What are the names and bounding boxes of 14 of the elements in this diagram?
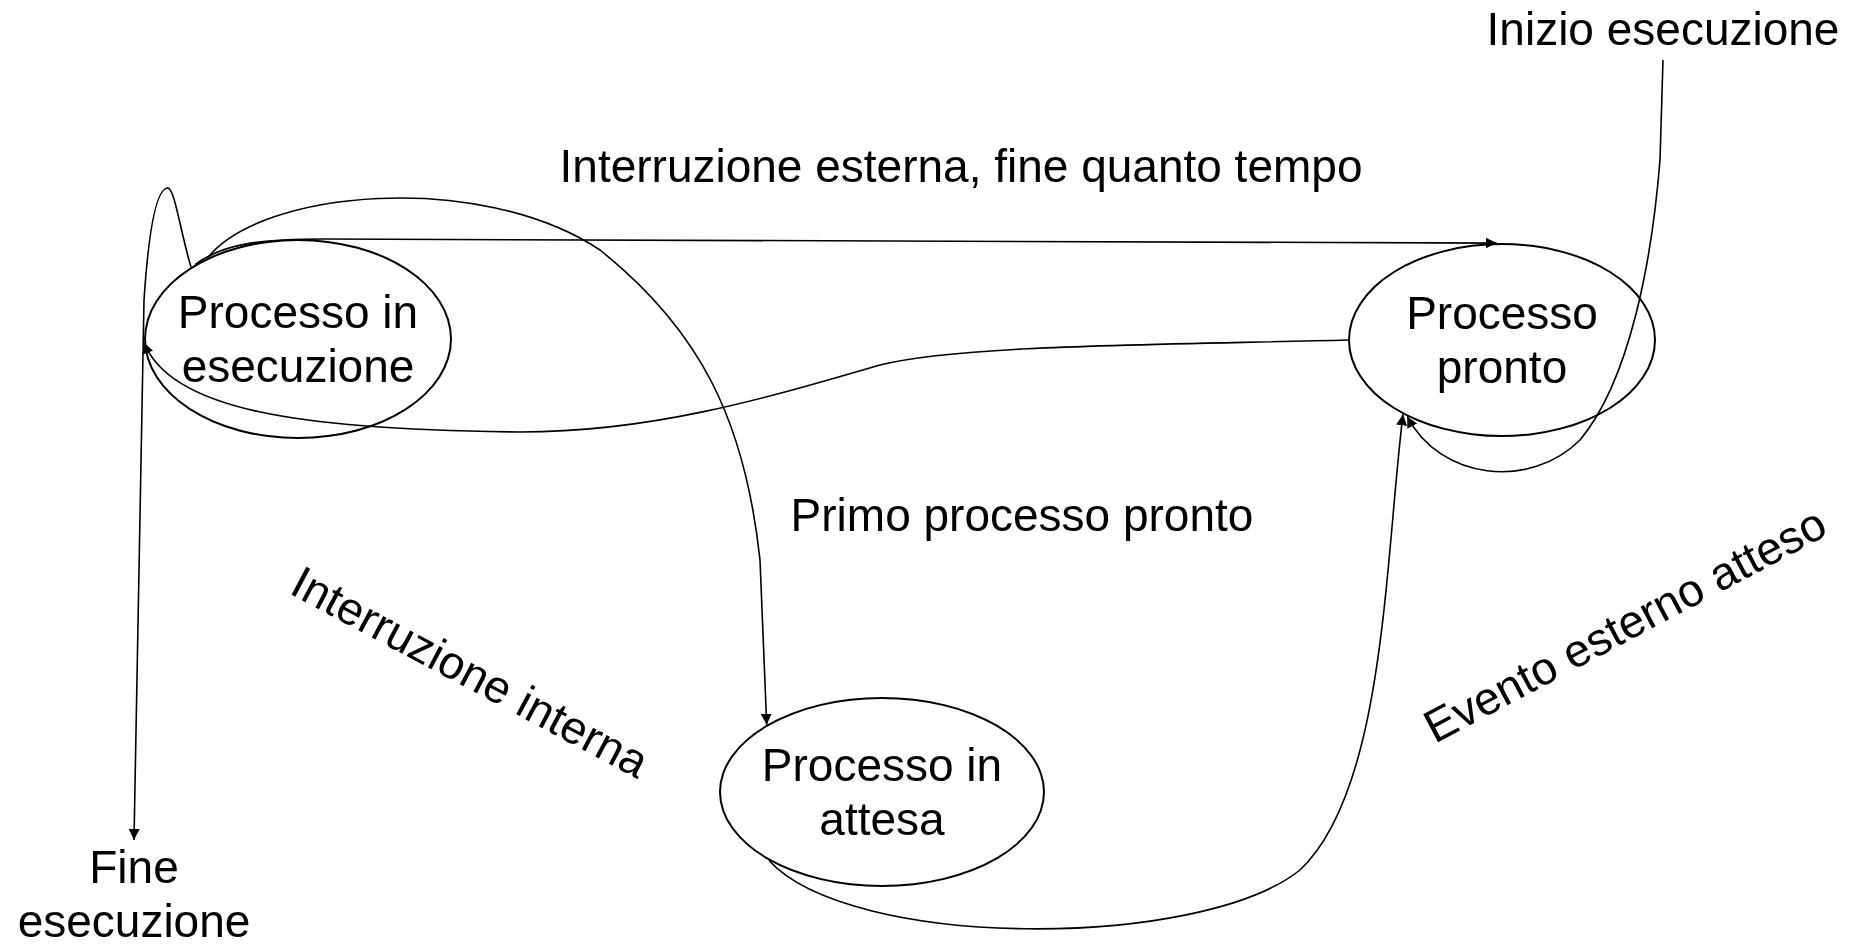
arrow <box>194 237 1498 266</box>
state-ellipse <box>144 239 452 439</box>
arrow <box>1406 59 1664 473</box>
terminal-label: Fine esecuzione <box>16 840 252 948</box>
node-label: Processo in esecuzione <box>176 284 420 394</box>
arrow <box>206 197 772 726</box>
state-ellipse <box>719 697 1045 887</box>
terminal-label: Inizio esecuzione <box>1486 2 1840 57</box>
node-label: Processo in attesa <box>760 737 1004 847</box>
node-label: Processo pronto <box>1405 285 1599 395</box>
state-ellipse <box>1348 243 1656 437</box>
arrow <box>143 339 1349 433</box>
arrow <box>768 413 1408 930</box>
arrow <box>128 187 192 841</box>
